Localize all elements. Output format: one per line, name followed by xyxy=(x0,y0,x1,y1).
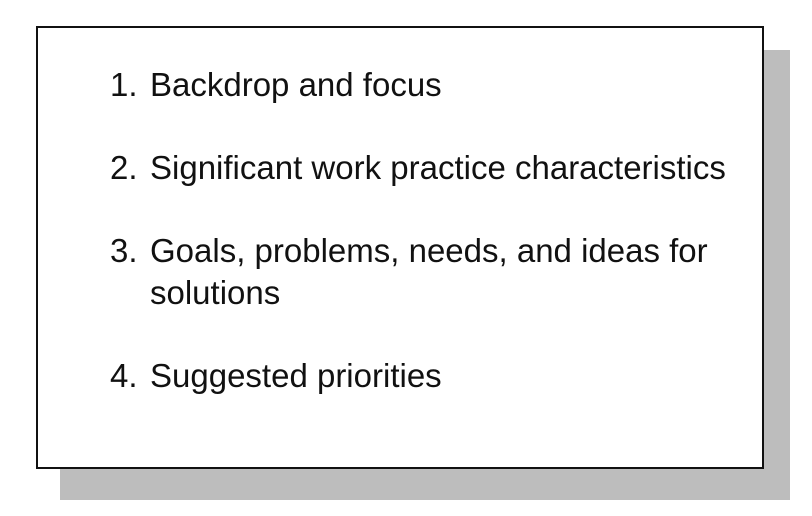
item-text: Suggested priorities xyxy=(150,357,442,394)
item-text: Significant work practice characteristic… xyxy=(150,149,726,186)
list-item: 3. Goals, problems, needs, and ideas for… xyxy=(110,230,750,314)
item-number: 3. xyxy=(110,232,138,269)
numbered-list: 1. Backdrop and focus 2. Significant wor… xyxy=(110,64,750,397)
item-number: 2. xyxy=(110,149,138,186)
list-item: 2. Significant work practice characteris… xyxy=(110,147,750,189)
item-text: Backdrop and focus xyxy=(150,66,442,103)
item-text: Goals, problems, needs, and ideas for so… xyxy=(150,232,708,311)
list-item: 1. Backdrop and focus xyxy=(110,64,750,106)
list-item: 4. Suggested priorities xyxy=(110,355,750,397)
framed-box: 1. Backdrop and focus 2. Significant wor… xyxy=(36,26,764,469)
item-number: 4. xyxy=(110,357,138,394)
item-number: 1. xyxy=(110,66,138,103)
